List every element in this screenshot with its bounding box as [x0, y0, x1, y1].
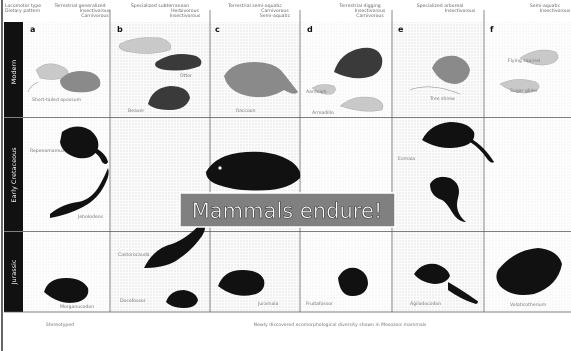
- column-letter-b: b: [117, 25, 123, 34]
- label-f-modern2: Sugar glider: [510, 88, 538, 94]
- label-a-jur: Morganucodon: [60, 304, 94, 310]
- label-a-cret1: Repenomamus: [30, 148, 65, 154]
- label-d-modern: Aardvark: [306, 89, 327, 95]
- label-c-jur: Juramaia: [257, 301, 279, 307]
- footer-center: Newly discovered ecomorphological divers…: [254, 322, 427, 328]
- label-f-jur: Volaticotherium: [510, 302, 547, 308]
- label-b-jur2: Docofossor: [120, 298, 146, 304]
- label-d-armadillo: Armadillo: [312, 110, 334, 116]
- label-e-modern: Tree shrew: [429, 96, 455, 102]
- column-letter-c: c: [215, 25, 220, 34]
- label-a-cret2: Jeholodens: [77, 214, 104, 220]
- column-letter-a: a: [30, 25, 35, 34]
- header-left: Locomotor typeDietary pattern: [5, 3, 41, 14]
- label-b-jur1: Castorocauda: [118, 252, 150, 258]
- era-label-jurassic: Jurassic: [10, 259, 18, 285]
- label-a-modern: Short-tailed opossum: [32, 97, 82, 103]
- column-letter-e: e: [398, 25, 404, 34]
- era-label-modern: Modern: [10, 60, 18, 84]
- column-letter-d: d: [307, 25, 313, 34]
- label-e-cret: Eomaia: [398, 156, 415, 162]
- caption-text: Mammals endure!: [192, 199, 383, 223]
- column-a-band: [24, 22, 110, 312]
- label-f-modern1: Flying squirrel: [508, 58, 540, 64]
- label-b-otter: Otter: [180, 73, 192, 79]
- label-e-jur: Agilodocodon: [410, 301, 441, 307]
- label-c-modern: Raccoon: [236, 108, 256, 114]
- label-b-modern: Beaver: [128, 108, 144, 114]
- label-d-jur: Fruitafossor: [306, 301, 333, 307]
- era-label-cretaceous: Early Cretaceous: [10, 147, 18, 203]
- footer-left: Stereotyped: [46, 322, 74, 328]
- column-letter-f: f: [490, 25, 494, 34]
- caption-overlay: Mammals endure!: [180, 193, 395, 227]
